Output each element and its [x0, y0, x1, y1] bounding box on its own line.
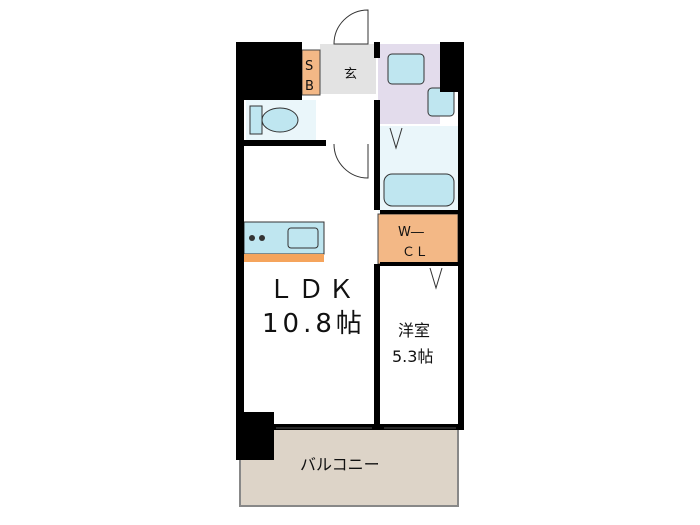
wcl-label-top: W―: [398, 225, 424, 240]
ldk-size: 10.8帖: [262, 309, 366, 339]
walls: [236, 42, 464, 460]
toilet-fixture: [249, 105, 263, 135]
inner-door-swing: [333, 143, 369, 179]
entrance-door-swing: [333, 9, 369, 45]
bathtub: [383, 173, 455, 207]
sb-label-bottom: B: [305, 79, 314, 94]
toilet-bowl: [261, 107, 299, 133]
bath-sink: [387, 53, 425, 85]
wcl-door-marker: [429, 267, 443, 290]
sb-label-top: S: [305, 59, 313, 74]
wcl-label-bottom: ＣＬ: [402, 245, 428, 260]
ldk-floor: [246, 146, 374, 426]
western-room-floor: [380, 268, 458, 426]
balcony-area: [239, 427, 459, 507]
kitchen-counter-edge: [244, 254, 324, 262]
entrance-label: 玄: [344, 67, 357, 82]
bath-toilet: [427, 87, 455, 117]
washroom-door-marker: [389, 127, 403, 150]
balcony-label: バルコニー: [300, 455, 380, 474]
stove-burner-1: [249, 235, 255, 241]
stove-burner-2: [259, 235, 265, 241]
kitchen-sink: [287, 227, 319, 249]
entrance-floor: [320, 44, 376, 94]
western-room-size: 5.3帖: [392, 347, 433, 366]
ldk-label: ＬＤＫ: [268, 275, 358, 305]
western-room-label: 洋室: [398, 321, 430, 340]
